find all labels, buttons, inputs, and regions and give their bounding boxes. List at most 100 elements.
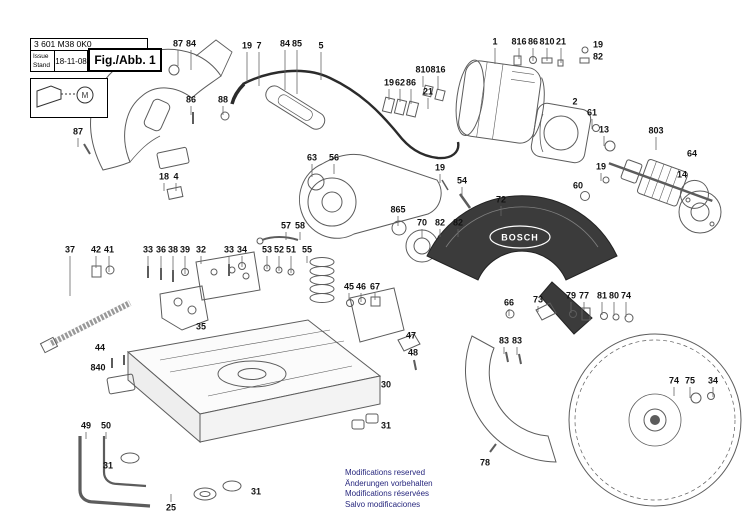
part-callout: 53: [261, 244, 273, 255]
part-callout: 19: [241, 40, 253, 51]
part-callout: 810: [415, 64, 431, 75]
part-callout: 21: [555, 36, 567, 47]
note-line: Änderungen vorbehalten: [345, 478, 433, 488]
motor-symbol: M: [82, 91, 89, 100]
part-callout: 60: [572, 180, 584, 191]
part-callout: 5: [318, 40, 324, 51]
part-callout: 66: [503, 297, 515, 308]
motor-housing-drawing: [455, 59, 545, 144]
note-line: Modifications réservées: [345, 489, 430, 499]
part-callout: 865: [390, 204, 406, 215]
lever-drawing: [256, 236, 299, 245]
small-screws-drawing: [83, 111, 230, 155]
part-callout: 83: [498, 335, 510, 346]
part-callout: 2: [572, 96, 578, 107]
part-callout: 33: [142, 244, 154, 255]
armature-washers-drawing: [580, 124, 616, 201]
mount-bracket-drawing: [106, 355, 136, 395]
issue-label: Issue: [33, 53, 49, 60]
part-callout: 41: [103, 244, 115, 255]
part-callout: 19: [595, 161, 607, 172]
pin-drawing: [441, 179, 449, 191]
bearing-flange-drawing: [678, 190, 722, 234]
part-callout: 64: [686, 148, 698, 159]
deflector-drawing: [349, 287, 405, 343]
bosch-logo: BOSCH: [501, 233, 539, 243]
part-callout: 58: [294, 220, 306, 231]
part-callout: 37: [64, 244, 76, 255]
issue-date: 18-11-08: [55, 56, 87, 66]
motor-hardware-drawing: [513, 46, 590, 67]
part-callout: 32: [195, 244, 207, 255]
part-callout: 74: [620, 290, 632, 301]
callout-leader-lines: [69, 48, 714, 502]
part-callout: 42: [90, 244, 102, 255]
part-callout: 38: [167, 244, 179, 255]
modification-notes: Modifications reserved Änderungen vorbeh…: [345, 468, 433, 510]
part-callout: 48: [407, 347, 419, 358]
part-callout: 25: [165, 502, 177, 513]
part-callout: 19: [592, 39, 604, 50]
part-callout: 77: [578, 290, 590, 301]
part-callout: 84: [279, 38, 291, 49]
part-callout: 31: [102, 460, 114, 471]
part-callout: 30: [380, 379, 392, 390]
figure-label: Fig./Abb. 1: [88, 48, 162, 72]
part-callout: 840: [90, 362, 106, 373]
armature-drawing: [608, 158, 713, 209]
part-callout: 31: [250, 486, 262, 497]
cord-grommet-drawing: [230, 82, 246, 105]
part-callout: 88: [217, 94, 229, 105]
part-callout: 47: [405, 330, 417, 341]
part-number-text: 3 601 M38 0K0: [34, 39, 92, 49]
part-callout: 45: [343, 281, 355, 292]
part-callout: 82: [592, 51, 604, 62]
part-callout: 21: [422, 86, 434, 97]
o-ring-drawing: [307, 173, 325, 191]
part-callout: 87: [72, 126, 84, 137]
part-callout: 816: [430, 64, 446, 75]
part-callout: 31: [380, 420, 392, 431]
part-callout: 14: [676, 169, 688, 180]
part-callout: 33: [223, 244, 235, 255]
pictogram-drawing: M: [36, 85, 94, 108]
bolt-drawing: [458, 193, 472, 209]
cover-bracket-drawing: [397, 333, 421, 371]
part-callout: 18: [158, 171, 170, 182]
part-callout: 803: [648, 125, 664, 136]
part-callout: 82: [434, 217, 446, 228]
part-callout: 72: [495, 194, 507, 205]
part-callout: 85: [291, 38, 303, 49]
wiring-pictogram: M: [30, 78, 108, 118]
part-callout: 44: [94, 342, 106, 353]
gear-arm-drawing: [299, 153, 442, 239]
clamp-parts-drawing: [91, 262, 295, 282]
part-callout: 81: [596, 290, 608, 301]
note-line: Modifications reserved: [345, 468, 426, 477]
part-callout: 13: [598, 124, 610, 135]
part-callout: 61: [586, 107, 598, 118]
part-callout: 810: [539, 36, 555, 47]
part-callout: 816: [511, 36, 527, 47]
part-callout: 86: [405, 77, 417, 88]
part-callout: 36: [155, 244, 167, 255]
lower-guard-drawing: [465, 335, 557, 463]
part-callout: 84: [185, 38, 197, 49]
part-callout: 50: [100, 420, 112, 431]
part-callout: 83: [511, 335, 523, 346]
part-callout: 74: [668, 375, 680, 386]
clamp-rod-drawing: [39, 300, 132, 354]
issue-block: Issue Stand 18-11-08: [30, 51, 88, 72]
part-callout: 7: [256, 40, 262, 51]
part-callout: 86: [185, 94, 197, 105]
guard-link-drawing: [505, 302, 634, 323]
spring-drawing: [309, 257, 335, 303]
upper-guard-drawing: BOSCH: [426, 195, 618, 335]
part-callout: 79: [565, 290, 577, 301]
part-callout: 35: [195, 321, 207, 332]
fence-bracket-drawing: [159, 285, 209, 331]
part-callout: 52: [273, 244, 285, 255]
hex-key-drawing: [78, 436, 151, 508]
part-callout: 19: [434, 162, 446, 173]
part-callout: 86: [527, 36, 539, 47]
